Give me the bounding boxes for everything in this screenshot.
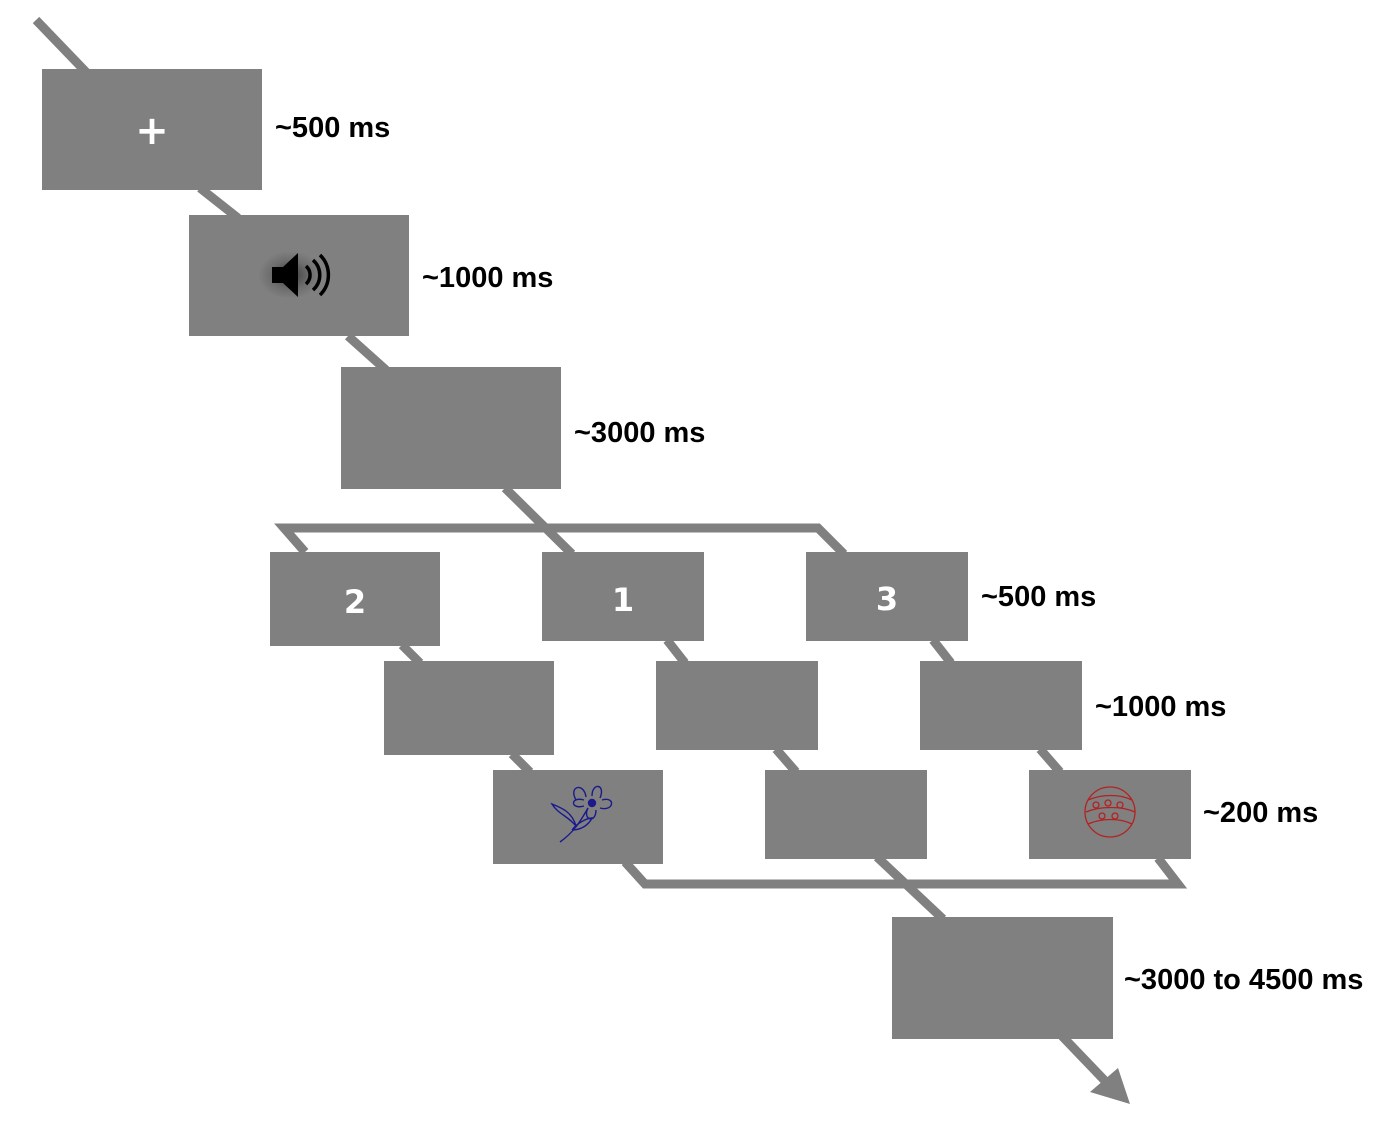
target-screen-middle — [765, 770, 927, 859]
fixation-cross: + — [135, 108, 169, 154]
timeline-arrowhead — [1090, 1068, 1130, 1104]
timeline-connectors — [32, 16, 1188, 1104]
isi-screen-middle — [656, 661, 818, 750]
target-screen-left — [493, 770, 663, 864]
connector-isi-ball — [1036, 746, 1064, 775]
cue-digit-middle: 1 — [612, 581, 634, 619]
timing-labels: ~500 ms ~1000 ms ~3000 ms ~500 ms ~1000 … — [275, 112, 1363, 996]
target-screen-right — [1029, 770, 1191, 859]
timing-label-iti: ~3000 to 4500 ms — [1124, 964, 1363, 996]
connector-fixation-sound — [197, 184, 241, 222]
cue-screen-middle: 1 — [542, 552, 704, 641]
cue-screen-right: 3 — [806, 552, 968, 641]
connector-isi-blank — [772, 746, 800, 775]
timing-label-isi: ~1000 ms — [1095, 691, 1226, 723]
timing-label-cue: ~500 ms — [981, 581, 1096, 613]
cue-screen-left: 2 — [270, 552, 440, 646]
cue-digit-left: 2 — [344, 583, 366, 621]
timeline-start-line — [32, 16, 90, 76]
connector-delay-cue — [501, 484, 576, 558]
cue-digit-right: 3 — [876, 580, 898, 618]
sound-screen — [189, 215, 409, 336]
isi-screen-left — [384, 661, 554, 755]
speaker-icon — [258, 251, 331, 299]
fixation-screen: + — [42, 69, 262, 190]
connector-cue-split — [274, 523, 848, 558]
iti-screen — [892, 917, 1113, 1039]
isi-screen-right — [920, 661, 1082, 750]
timing-label-delay: ~3000 ms — [574, 417, 705, 449]
connector-cue1-isi — [663, 637, 689, 666]
flower-icon — [550, 785, 613, 843]
timing-label-fixation: ~500 ms — [275, 112, 390, 144]
timeline-end-line — [1058, 1032, 1112, 1088]
ball-icon — [1084, 786, 1136, 838]
connector-sound-delay — [344, 332, 390, 374]
timing-label-target: ~200 ms — [1203, 797, 1318, 829]
connector-cue2-isi — [398, 641, 424, 667]
connector-isi-flower — [508, 750, 534, 776]
connector-cue3-isi — [929, 637, 955, 666]
connector-target-iti — [873, 853, 947, 923]
timing-label-sound: ~1000 ms — [422, 262, 553, 294]
delay-screen — [341, 367, 561, 489]
